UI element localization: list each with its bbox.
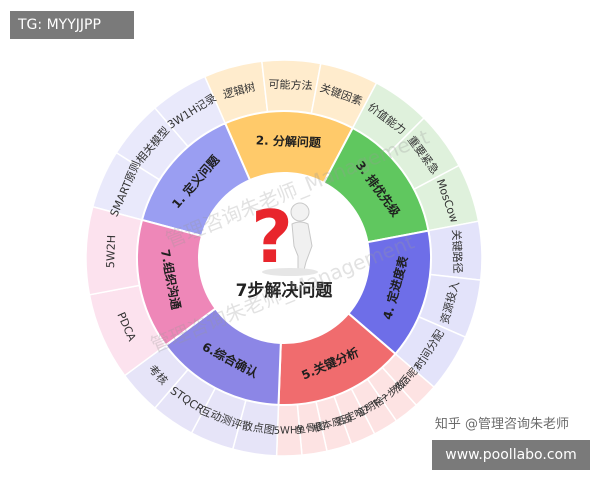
tool-label: 5W2H <box>104 235 118 269</box>
site-url-label: www.poollabo.com <box>432 440 590 470</box>
question-mark-icon: ? <box>251 195 293 279</box>
figure-head <box>290 202 310 222</box>
tool-label: 关键路径 <box>450 229 466 273</box>
center-disc <box>199 173 369 343</box>
tool-label: 散点图 <box>241 418 276 437</box>
tool-label: 可能方法 <box>268 77 312 93</box>
center-title: 7步解决问题 <box>236 280 334 301</box>
credit-text: 知乎 @管理咨询朱老师 <box>435 416 569 432</box>
step-wedge-7 <box>136 218 218 347</box>
step-label: 2. 分解问题 <box>256 132 323 149</box>
figure-shadow <box>262 268 318 276</box>
figure-body <box>291 221 313 271</box>
tg-tag-label: TG: MYYJJPP <box>10 11 134 39</box>
tool-label: 5WHY <box>274 425 305 437</box>
question-figure-icon: ? <box>251 195 318 279</box>
